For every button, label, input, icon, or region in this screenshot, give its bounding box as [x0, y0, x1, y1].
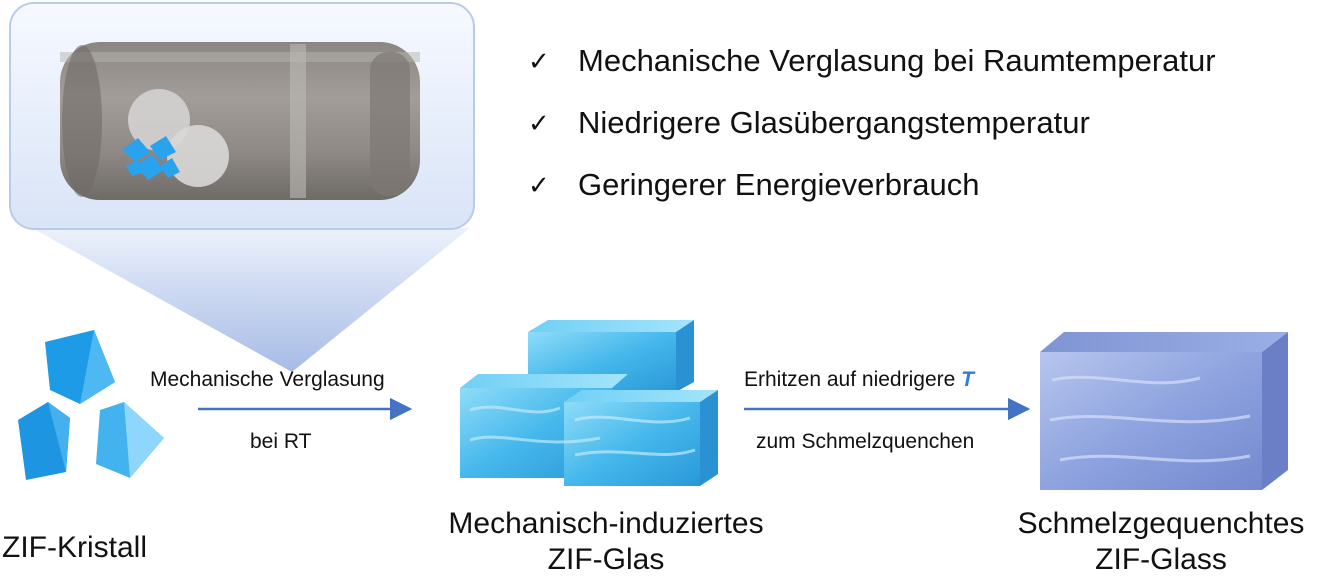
checkmark-icon: ✓ — [528, 45, 550, 76]
step1-bottom-label: bei RT — [250, 430, 312, 453]
melt-glass-label-line1: Schmelzgequenchtes — [1017, 507, 1305, 540]
melt-glass-label: Schmelzgequenchtes ZIF-Glass — [1000, 506, 1322, 578]
mech-glass-label-line2: ZIF-Glas — [547, 543, 665, 576]
step2-top-text: Erhitzen auf niedrigere — [744, 368, 962, 391]
step1-top-label: Mechanische Verglasung — [150, 368, 385, 391]
mech-glass-label-line1: Mechanisch-induziertes — [448, 507, 764, 540]
checkmark-icon: ✓ — [528, 107, 550, 138]
benefit-item: ✓ Niedrigere Glasübergangstemperatur — [528, 92, 1216, 154]
mech-glass-label: Mechanisch-induziertes ZIF-Glas — [428, 506, 784, 578]
benefit-text: Mechanische Verglasung bei Raumtemperatu… — [578, 43, 1216, 78]
benefit-item: ✓ Geringerer Energieverbrauch — [528, 154, 1216, 216]
zoom-cone — [32, 228, 470, 372]
benefit-text: Geringerer Energieverbrauch — [578, 167, 980, 202]
zif-crystal-image — [18, 330, 164, 480]
melt-glass-image — [1040, 332, 1288, 490]
ball-mill-jar-image — [60, 42, 420, 200]
milling-ball-1 — [128, 89, 190, 151]
step2-top-label: Erhitzen auf niedrigere T — [744, 368, 974, 392]
benefit-item: ✓ Mechanische Verglasung bei Raumtempera… — [528, 30, 1216, 92]
benefit-text: Niedrigere Glasübergangstemperatur — [578, 105, 1090, 140]
crystal-label: ZIF-Kristall — [2, 531, 147, 564]
temperature-symbol: T — [961, 368, 974, 391]
step2-bottom-label: zum Schmelzquenchen — [756, 430, 975, 453]
milling-ball-2 — [167, 125, 229, 187]
mech-glass-image — [460, 320, 718, 486]
checkmark-icon: ✓ — [528, 169, 550, 200]
benefits-checklist: ✓ Mechanische Verglasung bei Raumtempera… — [528, 30, 1216, 216]
crystal-powder — [122, 136, 180, 180]
melt-glass-label-line2: ZIF-Glass — [1095, 543, 1227, 576]
